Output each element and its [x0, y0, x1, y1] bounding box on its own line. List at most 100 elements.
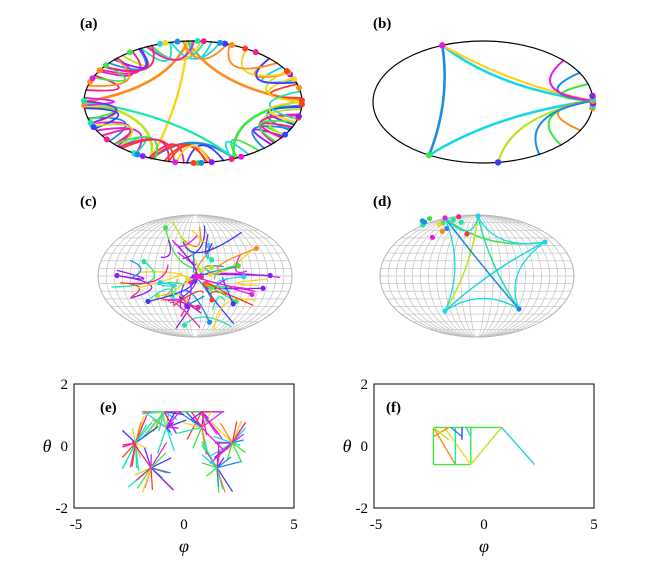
sphere-curve	[444, 297, 520, 312]
series-segment	[465, 427, 472, 437]
vertex-dot	[456, 214, 462, 220]
vertex-dot	[103, 62, 110, 69]
sphere-curve	[216, 276, 245, 293]
sphere-curve	[213, 264, 239, 280]
sphere-curve	[172, 290, 204, 307]
sphere-curve	[129, 259, 142, 278]
f-ytick-0: 0	[361, 439, 369, 455]
vertex-dot	[283, 67, 290, 74]
sphere-curve	[477, 215, 546, 245]
tiling-arc	[140, 41, 172, 62]
series-segment	[190, 411, 202, 421]
vertex-dot	[89, 75, 96, 82]
e-ytick-2: 2	[61, 377, 69, 393]
f-xtick-0: 0	[480, 517, 488, 533]
tiling-arc	[240, 47, 291, 77]
f-xtick-5: 5	[590, 517, 598, 533]
tiling-arc	[230, 138, 260, 159]
vertex-dot	[235, 263, 241, 269]
e-xlabel: φ	[179, 536, 189, 556]
vertex-dot	[209, 297, 215, 303]
sphere-curve	[128, 264, 169, 285]
e-ytick-0: 0	[61, 439, 69, 455]
vertex-dot	[141, 258, 147, 265]
series-segment	[217, 442, 233, 457]
vertex-dot	[253, 245, 259, 252]
series-segment	[141, 467, 152, 493]
series-segment	[142, 411, 165, 439]
vertex-dot	[464, 231, 470, 237]
e-xtick-neg5: -5	[70, 517, 83, 533]
vertex-dot	[195, 304, 201, 310]
series-segment	[216, 461, 241, 469]
series-segment	[231, 420, 243, 444]
vertex-dot	[296, 84, 303, 91]
vertex-dot	[208, 159, 215, 166]
tiling-arc	[92, 64, 127, 82]
tiling-arc	[258, 119, 297, 143]
tiling-arc	[92, 123, 133, 149]
tiling-arc	[87, 57, 130, 87]
series-segment	[216, 467, 220, 487]
f-ytick-2: 2	[361, 377, 369, 393]
e-ytick-neg2: -2	[56, 501, 69, 517]
vertex-dot	[426, 215, 433, 222]
sphere-curve	[160, 239, 172, 258]
series-segment	[136, 467, 152, 481]
series-segment	[135, 424, 147, 444]
f-ytick-neg2: -2	[356, 501, 369, 517]
vertex-dot	[516, 306, 522, 312]
panel-label-f: (f)	[386, 400, 401, 416]
series-segment	[150, 442, 168, 469]
tiling-arc	[441, 44, 595, 102]
tiling-arc	[113, 47, 149, 69]
vertex-dot	[242, 45, 249, 52]
vertex-dot	[419, 218, 425, 224]
series-segment	[143, 446, 152, 468]
tiling-arc	[427, 99, 595, 157]
vertex-dot	[222, 40, 229, 47]
series-segment	[154, 411, 165, 415]
series-segment	[165, 411, 181, 428]
sphere-curve	[183, 316, 232, 328]
vertex-dot	[114, 272, 120, 279]
series-segment	[159, 422, 167, 428]
panel-f-axes-box	[373, 383, 595, 509]
series-segment	[166, 421, 175, 428]
series-segment	[165, 427, 175, 452]
series-segment	[201, 441, 218, 469]
vertex-dot	[429, 234, 436, 240]
series-segment	[501, 426, 536, 466]
tiling-arc	[267, 76, 303, 103]
e-xtick-0: 0	[180, 517, 188, 533]
sphere-curve	[169, 301, 201, 328]
panel-f: (f) 2 0 -2 -5 0 5 φ θ	[343, 377, 598, 556]
series-segment	[216, 467, 234, 493]
series-segment	[191, 411, 203, 428]
vertex-dot	[249, 291, 255, 298]
series-segment	[163, 411, 172, 426]
tiling-arc	[268, 90, 302, 121]
vertex-dot	[291, 76, 298, 83]
series-segment	[192, 427, 203, 449]
series-segment	[183, 422, 202, 429]
series-segment	[216, 456, 232, 469]
panel-d: (d)	[373, 194, 575, 338]
series-segment	[150, 467, 171, 474]
series-segment	[219, 422, 233, 444]
vertex-dot	[260, 285, 266, 291]
tiling-arc	[87, 116, 127, 143]
sphere-curve	[111, 260, 156, 288]
sphere-curve	[172, 235, 198, 247]
sphere-curve	[137, 272, 183, 289]
sphere-curve	[207, 286, 237, 303]
vertex-dot	[494, 159, 502, 166]
panel-a: (a)	[80, 16, 305, 166]
sphere-curve	[212, 296, 225, 311]
vertex-dot	[238, 153, 245, 160]
sphere-curve	[181, 289, 211, 323]
panel-a-arcs	[82, 39, 304, 164]
vertex-dot	[208, 264, 215, 270]
panel-c: (c)	[80, 194, 293, 338]
